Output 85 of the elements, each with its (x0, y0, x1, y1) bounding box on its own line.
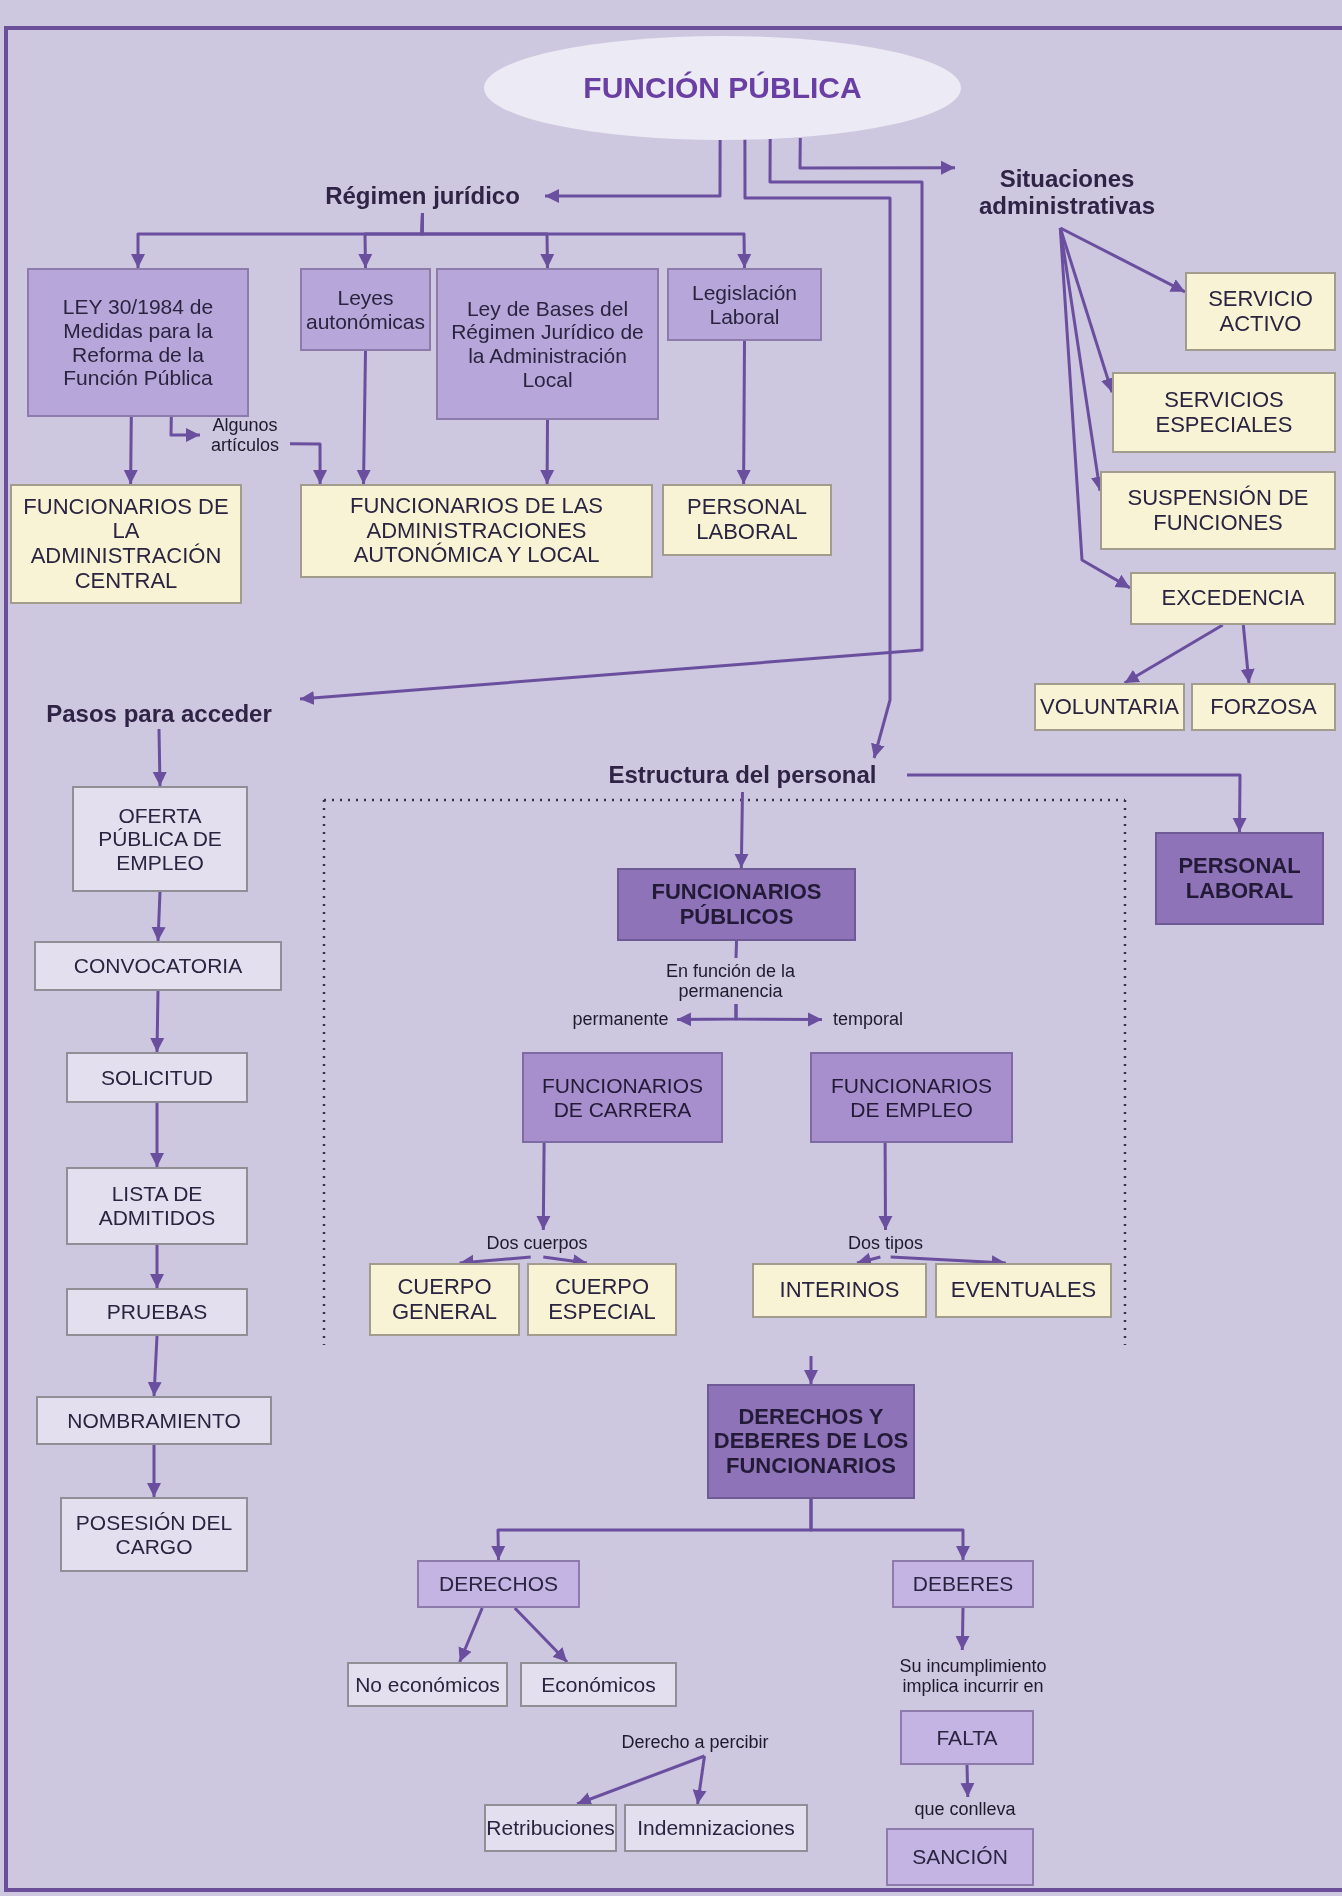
arrow (907, 773, 1247, 832)
arrow (955, 1607, 970, 1651)
section-heading: Situaciones administrativas (955, 158, 1179, 228)
annotation-text: temporal (822, 1006, 914, 1033)
arrow (1058, 227, 1131, 590)
group-box: FUNCIONARIOS DE CARRERA (522, 1052, 723, 1143)
arrow (147, 1445, 161, 1497)
category-box: VOLUNTARIA (1034, 683, 1185, 731)
annotation-text: Su incumplimiento implica incurrir en (866, 1650, 1080, 1702)
arrow (356, 350, 371, 485)
arrow (169, 416, 200, 442)
arrow (798, 137, 955, 175)
group-box: FUNCIONARIOS DE EMPLEO (810, 1052, 1013, 1143)
arrow (804, 1356, 818, 1384)
arrow (152, 728, 167, 787)
category-box: SERVICIO ACTIVO (1185, 272, 1336, 351)
law-box: Legislación Laboral (667, 268, 822, 341)
connector-line (734, 940, 738, 959)
arrow (536, 1143, 551, 1230)
annotation-text: Dos tipos (834, 1230, 937, 1257)
law-box: LEY 30/1984 de Medidas para la Reforma de la Función Pública (27, 268, 249, 417)
category-box: INTERINOS (752, 1263, 927, 1318)
section-heading: Pasos para acceder (18, 699, 300, 729)
category-box: EVENTUALES (935, 1263, 1112, 1318)
highlight-box: PERSONAL LABORAL (1155, 832, 1324, 925)
arrow (150, 1245, 164, 1288)
category-box: SUSPENSIÓN DE FUNCIONES (1100, 471, 1336, 550)
step-box: No económicos (347, 1662, 508, 1707)
arrow (743, 139, 892, 759)
step-box: NOMBRAMIENTO (36, 1396, 272, 1445)
arrow (809, 1499, 970, 1560)
step-box: Indemnizaciones (624, 1804, 808, 1852)
step-box: PRUEBAS (66, 1288, 248, 1336)
arrow (692, 1755, 707, 1805)
arrow (290, 442, 328, 484)
arrow (1123, 623, 1224, 685)
category-box: SERVICIOS ESPECIALES (1112, 372, 1336, 453)
arrow (960, 1764, 975, 1798)
arrow (147, 1335, 162, 1397)
arrow (150, 1103, 164, 1167)
category-box: FORZOSA (1191, 683, 1336, 731)
arrow (540, 420, 555, 484)
step-box: POSESIÓN DEL CARGO (60, 1497, 248, 1572)
step-box: LISTA DE ADMITIDOS (66, 1167, 248, 1245)
arrow (545, 140, 722, 203)
arrow (299, 139, 924, 705)
law-box: Ley de Bases del Régimen Jurídico de la Administración Local (436, 268, 659, 420)
category-box: EXCEDENCIA (1130, 572, 1336, 625)
arrow (458, 1607, 484, 1663)
arrow (576, 1754, 706, 1806)
arrow (513, 1606, 569, 1664)
arrow (734, 791, 749, 869)
arrow (150, 990, 165, 1053)
arrow (734, 1004, 822, 1027)
concept-box: DEBERES (892, 1560, 1034, 1608)
annotation-text: Derecho a percibir (600, 1728, 790, 1756)
step-box: CONVOCATORIA (34, 941, 282, 991)
concept-box: FALTA (900, 1710, 1034, 1765)
category-box: CUERPO ESPECIAL (527, 1263, 677, 1336)
arrow (736, 341, 751, 484)
highlight-box: FUNCIONARIOS PÚBLICOS (617, 868, 856, 941)
law-box: Leyes autonómicas (300, 268, 431, 351)
highlight-box: DERECHOS Y DEBERES DE LOS FUNCIONARIOS (707, 1384, 915, 1499)
step-box: OFERTA PÚBLICA DE EMPLEO (72, 786, 248, 892)
arrow (420, 212, 752, 269)
arrow (123, 417, 138, 484)
concept-box: SANCIÓN (886, 1828, 1034, 1886)
step-box: SOLICITUD (66, 1052, 248, 1103)
step-box: Económicos (520, 1662, 677, 1707)
arrow (1059, 226, 1186, 294)
category-box: CUERPO GENERAL (369, 1263, 520, 1336)
section-heading: Estructura del personal (578, 758, 907, 792)
arrow (878, 1143, 893, 1230)
arrow (151, 891, 166, 942)
section-heading: Régimen jurídico (300, 179, 545, 213)
annotation-text: permanente (564, 1006, 677, 1033)
concept-box: DERECHOS (417, 1560, 580, 1608)
category-box: FUNCIONARIOS DE LA ADMINISTRACIÓN CENTRAL (10, 484, 242, 604)
arrow (1240, 624, 1255, 684)
category-box: FUNCIONARIOS DE LAS ADMINISTRACIONES AUTONÓMICA Y LOCAL (300, 484, 653, 578)
step-box: Retribuciones (484, 1804, 617, 1852)
category-box: PERSONAL LABORAL (662, 484, 832, 556)
annotation-text: que conlleva (895, 1797, 1035, 1822)
annotation-text: Dos cuerpos (474, 1230, 600, 1257)
annotation-text: En función de la permanencia (629, 958, 832, 1004)
